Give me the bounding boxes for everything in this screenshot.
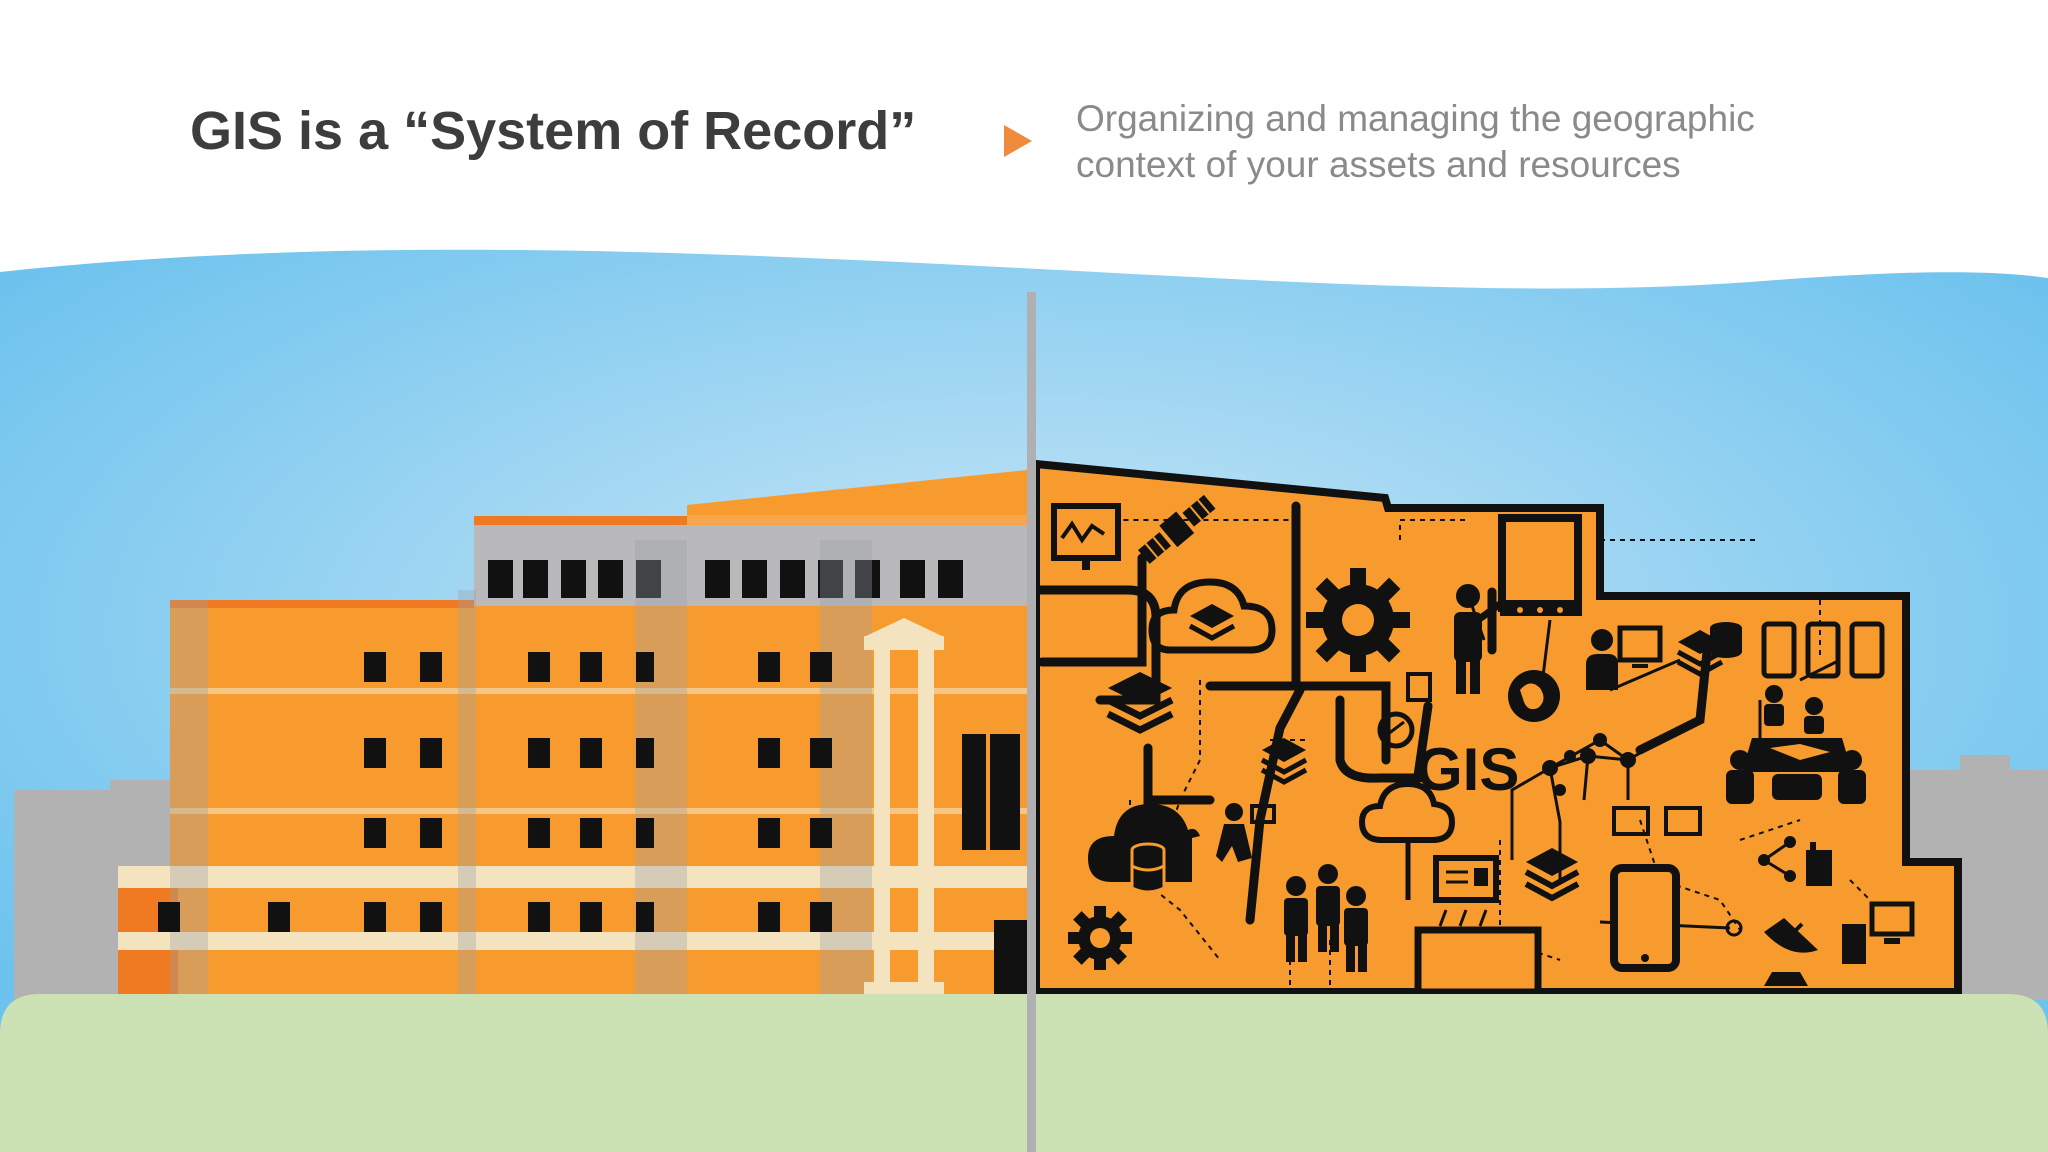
slide-subtitle: Organizing and managing the geographic c… (1076, 96, 1876, 188)
layers-stack-icon (1524, 848, 1580, 902)
desktop-computer-icon (1842, 901, 1915, 964)
cloud-database-icon (1088, 804, 1200, 894)
mobile-devices-icon (1761, 621, 1885, 679)
subtitle-line: Organizing and managing the geographic (1076, 98, 1755, 139)
globe-icon (1508, 670, 1560, 722)
database-layers-icon (1676, 622, 1742, 677)
presenter-board-icon (1454, 514, 1582, 694)
monitor-chart-icon (1051, 503, 1121, 570)
left-building (118, 470, 1027, 996)
signal-marks (1438, 909, 1488, 927)
subtitle-line: context of your assets and resources (1076, 144, 1681, 185)
settings-gear-icon (1068, 906, 1132, 970)
triangle-right-icon (1004, 125, 1032, 157)
cloud-icon (1358, 780, 1456, 900)
mobile-worker-icon (1216, 738, 1308, 862)
center-divider (1027, 292, 1036, 1152)
user-computer-icon (1586, 625, 1663, 690)
ground (0, 994, 2048, 1152)
satellite-dish-icon (1764, 918, 1818, 986)
gear-icon (1306, 568, 1410, 672)
small-monitors-icon (1612, 806, 1702, 836)
map-pin-icon (1377, 711, 1415, 749)
gis-label: GIS (1416, 736, 1519, 803)
slide-title: GIS is a “System of Record” (190, 101, 917, 161)
id-card-icon (1433, 855, 1499, 903)
portico (864, 618, 944, 994)
tablet-icon (1610, 864, 1680, 972)
large-display-icon (1414, 926, 1542, 996)
clipboard-icon (1406, 672, 1432, 702)
people-group-icon (1284, 864, 1368, 972)
layers-icon (1106, 672, 1174, 734)
gis-building: GIS (1031, 459, 1962, 996)
cloud-layers-icon (1148, 578, 1276, 654)
satellite-icon (1138, 494, 1216, 564)
share-network-icon (1758, 836, 1832, 886)
